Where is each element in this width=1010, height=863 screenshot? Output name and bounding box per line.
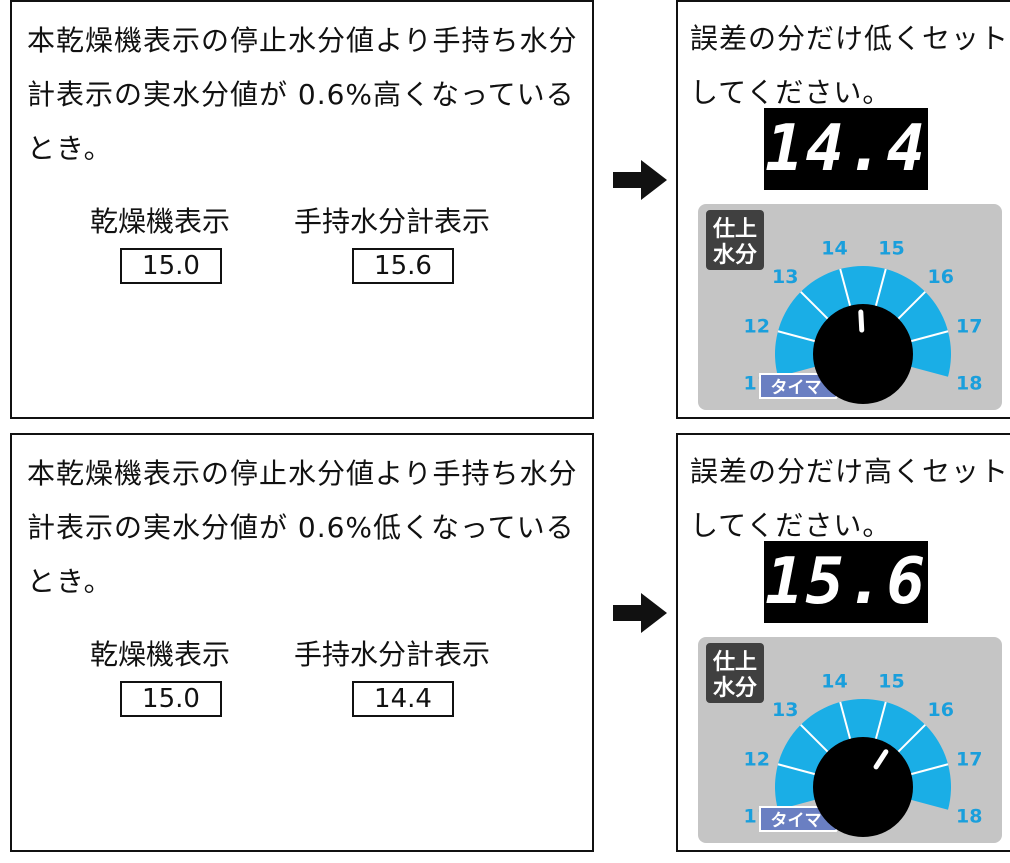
dial-scale-number: 18	[956, 372, 982, 394]
instruction-text: 誤差の分だけ低くセットしてください。	[690, 22, 1010, 109]
dryer-display-label: 乾燥機表示	[90, 638, 231, 671]
right-arrow-icon	[613, 160, 667, 200]
dial-title-line2: 水分	[713, 243, 757, 268]
dial-scale-number: 13	[772, 699, 798, 721]
dial-tick	[800, 291, 832, 323]
dial-title-line1: 仕上	[712, 217, 757, 242]
dial-knob	[813, 304, 913, 404]
dial-tick	[873, 268, 887, 311]
meter-display-value: 15.6	[352, 248, 454, 284]
dial-tick	[800, 724, 832, 756]
panel-high: 本乾燥機表示の停止水分値より手持ち水分計表示の実水分値が 0.6%高くなっている…	[0, 0, 1010, 430]
condition-text: 本乾燥機表示の停止水分値より手持ち水分計表示の実水分値が 0.6%低くなっている…	[27, 457, 578, 598]
dryer-display-value: 15.0	[120, 248, 222, 284]
meter-display-value: 14.4	[352, 681, 454, 717]
dryer-display-value: 15.0	[120, 681, 222, 717]
meter-display-label: 手持水分計表示	[294, 638, 491, 671]
dial-scale-number: 15	[878, 671, 904, 693]
dial-tick	[777, 330, 820, 344]
dial-scale-number: 17	[956, 316, 982, 338]
digital-display: 14.4	[764, 108, 928, 190]
dial-scale-number: 17	[956, 749, 982, 771]
dial-tick	[873, 701, 887, 744]
dial-title-line2: 水分	[713, 676, 757, 701]
dial-timer-label: タイマ	[771, 811, 822, 831]
dial-pointer	[858, 309, 865, 333]
condition-box: 本乾燥機表示の停止水分値より手持ち水分計表示の実水分値が 0.6%高くなっている…	[10, 0, 594, 419]
dial-title-line1: 仕上	[712, 650, 757, 675]
dial-scale-number: 12	[744, 749, 770, 771]
dial-scale-number: 16	[928, 266, 954, 288]
dial-scale-number: 14	[821, 671, 847, 693]
condition-text: 本乾燥機表示の停止水分値より手持ち水分計表示の実水分値が 0.6%高くなっている…	[27, 24, 578, 165]
dial-scale-number: 13	[772, 266, 798, 288]
meter-display-label: 手持水分計表示	[294, 205, 491, 238]
panel-low: 本乾燥機表示の停止水分値より手持ち水分計表示の実水分値が 0.6%低くなっている…	[0, 433, 1010, 863]
dial-scale-number: 12	[744, 316, 770, 338]
digital-display: 15.6	[764, 541, 928, 623]
dial-scale-number: 15	[878, 238, 904, 260]
dial-scale-ring	[775, 699, 951, 810]
instruction-text: 誤差の分だけ高くセットしてください。	[690, 455, 1010, 542]
dial-title-box	[706, 643, 764, 703]
dial-tick	[839, 268, 853, 311]
dial-tick	[906, 763, 949, 777]
dial-tick	[894, 724, 926, 756]
dial-title-box	[706, 210, 764, 270]
dial-scale-number: 18	[956, 805, 982, 827]
dial-tick	[906, 330, 949, 344]
dial-tick	[839, 701, 853, 744]
dial-knob	[813, 737, 913, 837]
dial-tick	[777, 763, 820, 777]
right-arrow-icon	[613, 593, 667, 633]
dial-scale-number: 14	[821, 238, 847, 260]
dial-timer-label: タイマ	[771, 378, 822, 398]
dial-tick	[894, 291, 926, 323]
condition-box: 本乾燥機表示の停止水分値より手持ち水分計表示の実水分値が 0.6%低くなっている…	[10, 433, 594, 852]
dryer-display-label: 乾燥機表示	[90, 205, 231, 238]
dial-scale-ring	[775, 266, 951, 377]
dial-pointer	[873, 749, 889, 770]
dial-scale-number: 16	[928, 699, 954, 721]
